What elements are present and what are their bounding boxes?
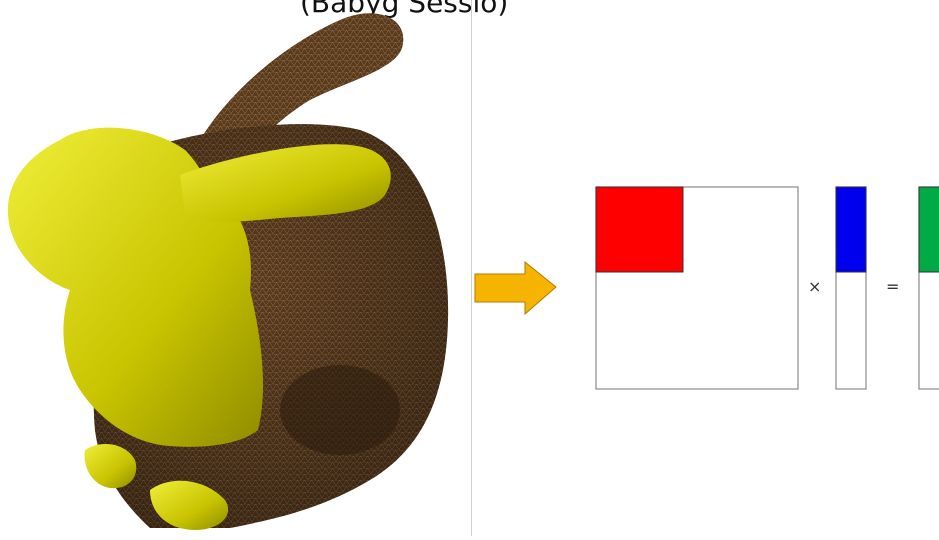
bunny-mesh-panel xyxy=(0,0,470,536)
back-ear-mesh xyxy=(200,13,404,161)
right-arrow-icon xyxy=(474,260,557,316)
front-foot xyxy=(84,444,137,489)
bunny-mesh-image xyxy=(7,13,449,530)
matrix-vector-diagram: × = xyxy=(474,186,939,390)
front-ear xyxy=(180,144,391,222)
top-caption-fragment: (Babyg Sessio) xyxy=(300,0,509,19)
times-operator: × xyxy=(808,277,821,296)
result-block-green xyxy=(918,186,939,273)
matrix-block-red xyxy=(595,186,684,273)
equals-operator: = xyxy=(886,277,899,296)
vector-block-blue xyxy=(835,186,867,273)
panel-divider xyxy=(471,0,472,536)
back-foot xyxy=(150,480,229,530)
